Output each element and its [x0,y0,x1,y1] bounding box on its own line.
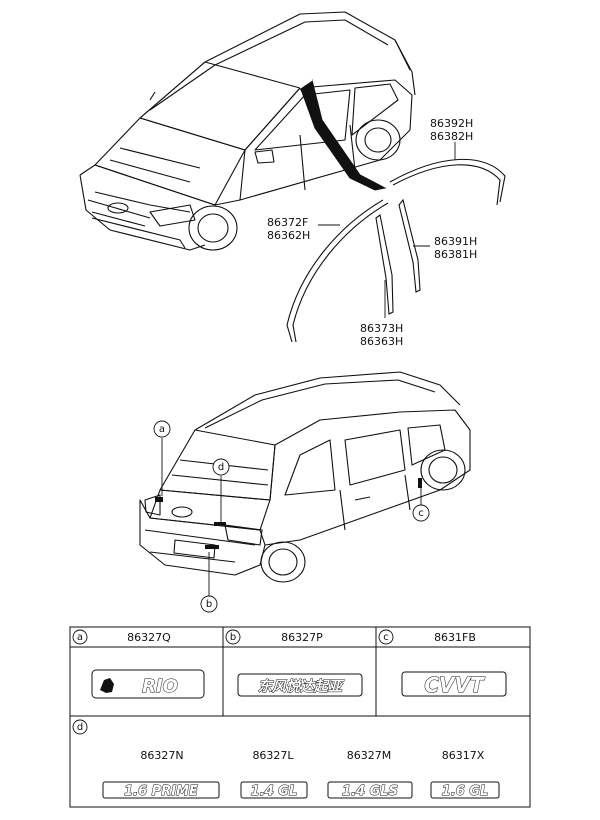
part-number-label: 86391H [434,235,477,248]
svg-text:1.4 GLS: 1.4 GLS [342,784,398,799]
front-car-illustration [79,11,416,251]
svg-text:1.6 GL: 1.6 GL [442,784,489,799]
emblem-part-number: 86317X [442,749,485,762]
emblem-rio: RIO [91,669,205,699]
callout-b: b [206,599,212,610]
emblem-1-6-gl: 1.6 GL [430,781,500,800]
svg-text:CVVT: CVVT [424,673,485,697]
moulding-leaders [318,142,456,318]
emblem-table [69,626,531,808]
emblem-cvvt: CVVT [401,671,507,698]
rear-car-illustration [139,371,471,583]
rear-emblem-patch [205,545,219,549]
rear-emblem-patch [214,522,226,526]
svg-text:RIO: RIO [142,676,178,697]
emblem-dyk-chinese: 东风悦达起亚 [237,673,363,697]
part-number-label: 86382H [430,130,473,143]
callout-d: d [218,462,224,473]
emblem-part-number: 86327M [347,749,391,762]
emblem-part-number: 86327N [140,749,183,762]
side-emblem-patch [418,478,422,488]
emblem-part-number: 86327P [281,631,323,644]
emblem-part-number: 86327Q [127,631,171,644]
table-key-a: a [77,632,83,643]
moulding-parts [286,158,506,343]
table-key-c: c [383,632,389,643]
callout-a: a [159,424,165,435]
callout-c: c [418,508,424,519]
emblem-part-number: 86327L [252,749,294,762]
part-number-label: 86392H [430,117,473,130]
part-number-label: 86372F [267,216,308,229]
table-key-d: d [77,722,83,733]
table-key-circles [72,629,394,735]
part-number-label: 86363H [360,335,403,348]
svg-text:1.6 PRIME: 1.6 PRIME [124,784,198,799]
table-key-b: b [230,632,236,643]
window-frame-highlight [299,79,387,191]
part-number-label: 86362H [267,229,310,242]
rear-emblem-patch [155,497,163,502]
callouts [153,420,430,613]
emblem-1-6-prime: 1.6 PRIME [102,781,220,800]
svg-text:1.4 GL: 1.4 GL [251,784,298,799]
emblem-1-4-gl: 1.4 GL [240,781,308,800]
part-number-label: 86373H [360,322,403,335]
emblem-part-number: 8631FB [434,631,476,644]
emblem-1-4-gls: 1.4 GLS [327,781,413,800]
svg-text:东风悦达起亚: 东风悦达起亚 [258,678,345,695]
part-number-label: 86381H [434,248,477,261]
